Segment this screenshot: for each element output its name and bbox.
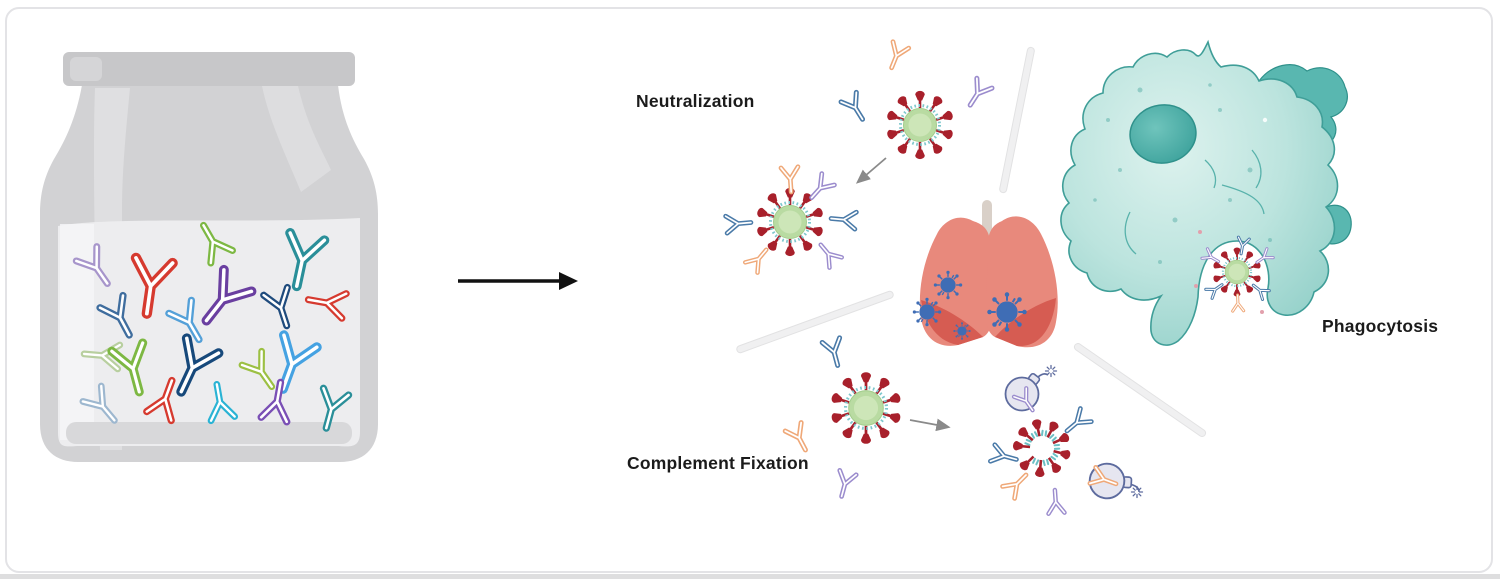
- complement-fixation-group: [785, 338, 1144, 515]
- antibody-icon: [833, 470, 856, 498]
- neutralized-virus-icon: [726, 167, 857, 273]
- lung-virus-icon: [986, 291, 1028, 333]
- divider-rod-icon: [736, 46, 1207, 437]
- antibody-icon: [785, 423, 813, 454]
- phagocytosed-virus-icon: [1194, 230, 1275, 314]
- window-bottom-edge: [0, 574, 1500, 579]
- gray-arrow-icon: [909, 418, 951, 432]
- bomb-icon: [1004, 364, 1058, 415]
- antibody-vial-icon: [40, 52, 378, 462]
- lung-virus-icon: [912, 297, 942, 327]
- virus-icon: [830, 372, 901, 444]
- antibody-icon: [841, 92, 870, 124]
- lung-virus-icon: [933, 270, 963, 300]
- complement-lysis-icon: [990, 364, 1144, 515]
- virus-icon: [886, 91, 954, 159]
- macrophage-nucleus: [1129, 104, 1197, 164]
- gray-arrow-icon: [855, 157, 887, 184]
- antibody-icon: [822, 338, 846, 368]
- lungs-icon: [912, 200, 1058, 348]
- antibody-icon: [884, 42, 909, 71]
- antibody-icon: [963, 78, 992, 110]
- macrophage-icon: [1060, 39, 1352, 346]
- label-neutralization: Neutralization: [636, 91, 755, 111]
- lung-virus-icon: [952, 321, 972, 341]
- bomb-icon: [1081, 453, 1144, 515]
- neutralization-group: [726, 42, 992, 273]
- label-phagocytosis: Phagocytosis: [1322, 316, 1439, 336]
- flow-arrow-icon: [458, 272, 578, 290]
- vial-cap: [63, 52, 355, 86]
- label-complement-fixation: Complement Fixation: [627, 453, 809, 473]
